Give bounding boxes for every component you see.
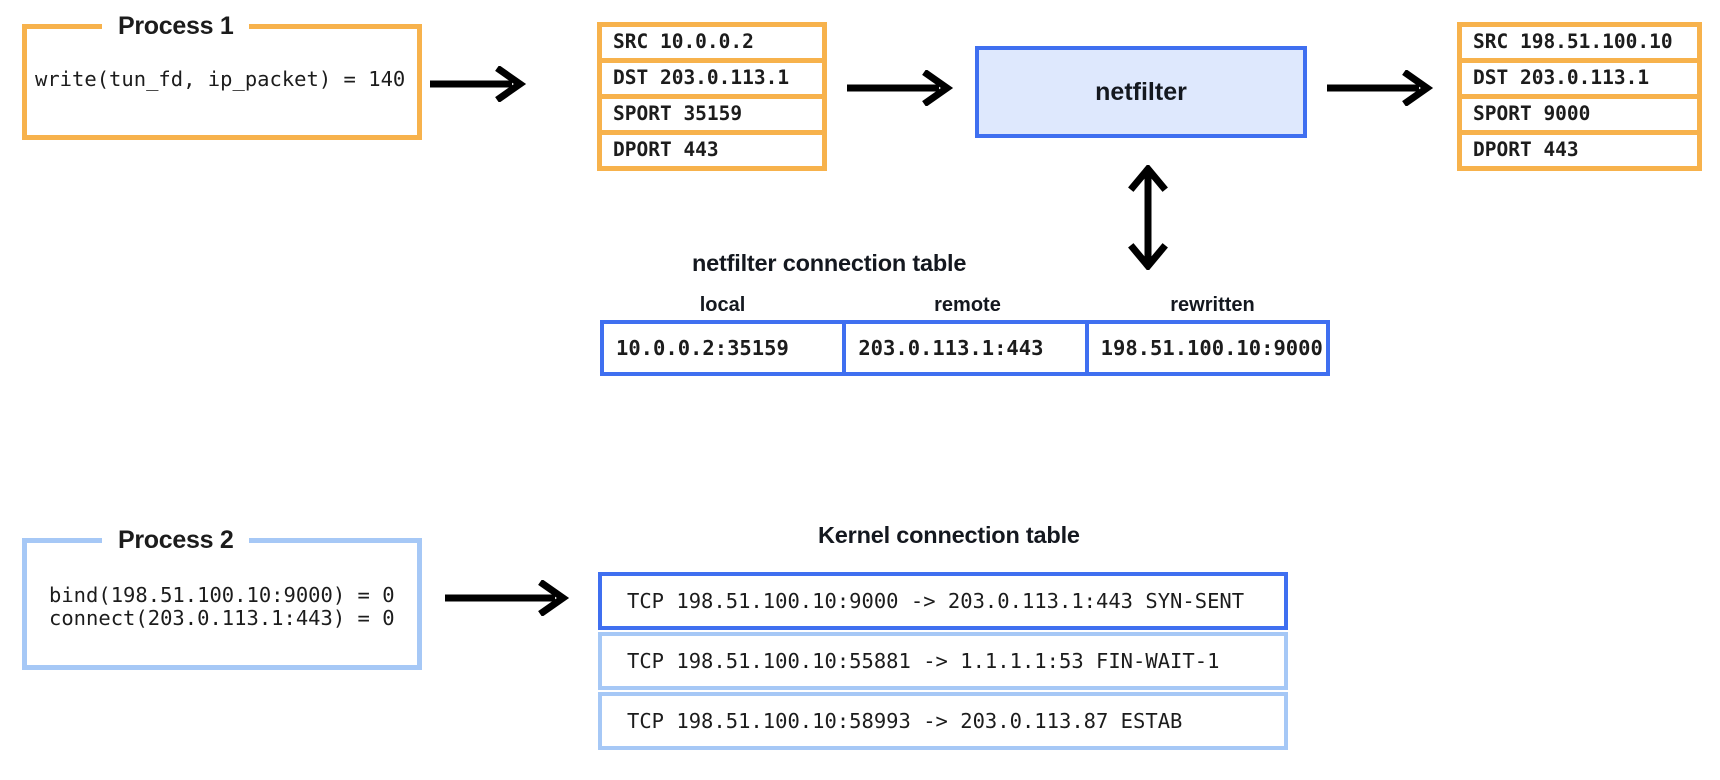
arrow-right-icon-2 xyxy=(845,69,959,107)
process-1-box: Process 1 write(tun_fd, ip_packet) = 140 xyxy=(22,12,422,140)
packet-fields-inbound: SRC 10.0.0.2 DST 203.0.113.1 SPORT 35159… xyxy=(597,22,827,171)
kernel-table-title: Kernel connection table xyxy=(818,522,1080,548)
process-1-code: write(tun_fd, ip_packet) = 140 xyxy=(35,67,406,91)
netfilter-column-header-remote: remote xyxy=(934,294,1001,316)
kernel-connection-table: TCP 198.51.100.10:9000 -> 203.0.113.1:44… xyxy=(598,572,1288,750)
arrow-right-icon-1 xyxy=(428,65,530,103)
arrow-right-icon-3 xyxy=(1325,69,1439,107)
netfilter-box: netfilter xyxy=(975,46,1307,138)
packet-fields-outbound: SRC 198.51.100.10 DST 203.0.113.1 SPORT … xyxy=(1457,22,1702,171)
arrow-up-down-icon xyxy=(1118,163,1178,272)
process-1-legend: Process 1 xyxy=(102,12,250,41)
packet-field-row: DST 203.0.113.1 xyxy=(602,62,822,94)
netfilter-table-title: netfilter connection table xyxy=(692,250,967,276)
netfilter-column-header-local: local xyxy=(699,294,746,316)
packet-field-row: SRC 198.51.100.10 xyxy=(1462,27,1697,58)
kernel-table-row: TCP 198.51.100.10:55881 -> 1.1.1.1:53 FI… xyxy=(598,632,1288,690)
netfilter-column-header-rewritten: rewritten xyxy=(1170,294,1255,316)
packet-field-row: SRC 10.0.0.2 xyxy=(602,27,822,58)
process-2-legend: Process 2 xyxy=(102,526,250,555)
kernel-table-row: TCP 198.51.100.10:9000 -> 203.0.113.1:44… xyxy=(598,572,1288,630)
process-2-box: Process 2 bind(198.51.100.10:9000) = 0 c… xyxy=(22,526,422,670)
packet-field-row: DPORT 443 xyxy=(602,134,822,166)
packet-field-row: DPORT 443 xyxy=(1462,134,1697,166)
packet-field-row: DST 203.0.113.1 xyxy=(1462,62,1697,94)
arrow-right-icon-4 xyxy=(443,579,575,617)
process-2-code-line-2: connect(203.0.113.1:443) = 0 xyxy=(49,606,395,630)
kernel-table-row: TCP 198.51.100.10:58993 -> 203.0.113.87 … xyxy=(598,692,1288,750)
netfilter-label: netfilter xyxy=(1095,77,1187,106)
netfilter-cell-remote: 203.0.113.1:443 xyxy=(846,324,1085,372)
packet-field-row: SPORT 35159 xyxy=(602,98,822,130)
netfilter-cell-rewritten: 198.51.100.10:9000 xyxy=(1088,324,1326,372)
packet-field-row: SPORT 9000 xyxy=(1462,98,1697,130)
netfilter-cell-local: 10.0.0.2:35159 xyxy=(604,324,843,372)
process-2-code-line-1: bind(198.51.100.10:9000) = 0 xyxy=(49,583,395,607)
netfilter-connection-table: 10.0.0.2:35159 203.0.113.1:443 198.51.10… xyxy=(600,320,1330,376)
